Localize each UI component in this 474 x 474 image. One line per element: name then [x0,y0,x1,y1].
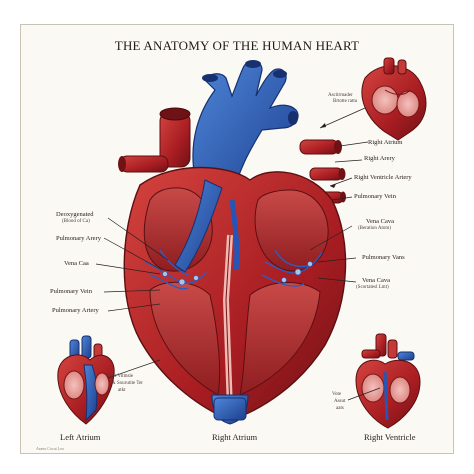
label-vena-cava-right-b-sub: (Scortatesl Lmt) [356,285,389,290]
footer-note: Aeaeu Cocut Lea [36,446,64,451]
central-vessel [174,179,223,273]
label-valve-3: aats [336,406,344,411]
label-pulmonary-veins: Pulmonary Vans [362,254,405,261]
label-vena-cava-right: Vena Cava [366,218,394,225]
label-left-ventricle-2: 1 & Sourutite Ter [108,381,143,386]
label-pulmonary-vein-right: Pulmonary Vein [354,193,396,200]
inset-heart-bottom-left [57,335,115,425]
label-right-artery: Right Arery [364,155,395,162]
caption-right-atrium: Right Atrium [212,432,258,442]
label-pulmonary-artery-left-2: Pulmonary Artery [52,307,99,314]
aorta-branch-left [119,155,169,173]
right-ventricle-chamber [239,282,321,396]
label-pulmonary-artery-left: Pulmonary Arery [56,235,101,242]
pulmonary-stub-right [299,139,339,155]
caption-left-atrium: Left Atrium [60,432,101,442]
main-heart [118,60,347,425]
inset-heart-top-right [361,57,427,141]
label-pulmonary-vein-left: Pulmonary Vein [50,288,92,295]
label-vena-cava-left: Vena Caa [64,260,89,267]
label-vena-cava-right-b: Vena Cava [362,277,390,284]
label-deoxygenated: Deoxygenated [56,211,94,218]
label-right-atrium: Right Atrium [368,139,403,146]
label-left-ventricle: Left Vitmsle [108,374,134,379]
leader-lines [95,107,381,401]
page-title: THE ANATOMY OF THE HUMAN HEART [114,38,360,53]
label-right-ventricle-artery: Right Ventricle Artery [354,174,412,181]
label-deoxygenated-sub: (Blood of Ca) [62,219,90,224]
label-valve-2: Assut [334,399,346,404]
caption-right-ventricle: Right Ventricle [364,432,416,442]
label-valve-1: Vote [332,392,342,397]
label-vena-cava-right-sub: (Beration Atom) [358,226,391,231]
inset-heart-bottom-right [355,333,421,429]
right-atrium-chamber [254,189,329,272]
label-inset-note-2: Brtotte ratta [333,99,358,104]
label-left-ventricle-3: atkt [118,388,126,393]
label-inset-note-1: Ascitrmader [328,93,353,98]
